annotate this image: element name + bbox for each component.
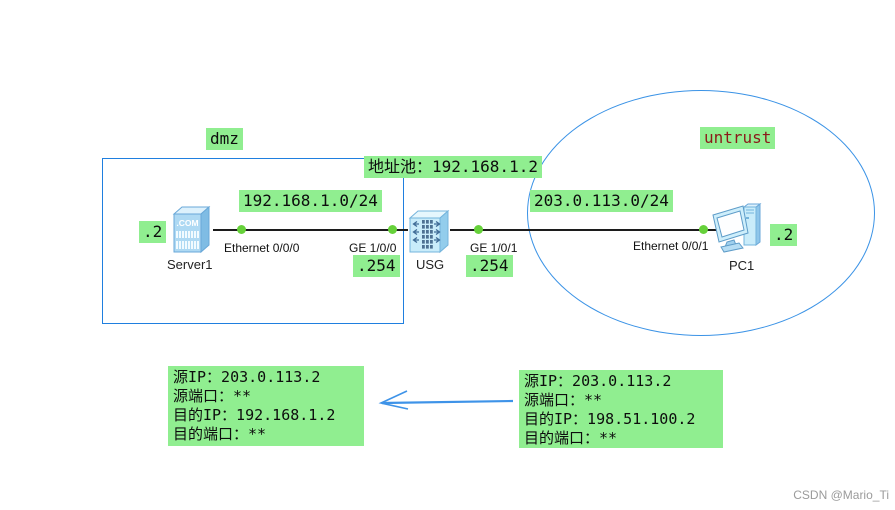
pc-interface-label: Ethernet 0/0/1 xyxy=(633,239,709,253)
dmz-zone-label: dmz xyxy=(206,128,243,150)
nat-translation-arrow-icon xyxy=(378,390,514,410)
usg-dmz-gateway-label: .254 xyxy=(353,255,400,277)
usg-untrust-gateway-label: .254 xyxy=(466,255,513,277)
port-dot-usg-right xyxy=(474,225,483,234)
pc-icon[interactable] xyxy=(710,200,766,256)
svg-text:.COM: .COM xyxy=(176,218,198,228)
packet-line: 源IP：203.0.113.2 xyxy=(173,368,321,386)
packet-after-nat-box: 源IP：203.0.113.2 源端口：** 目的IP：192.168.1.2 … xyxy=(168,366,364,446)
packet-before-nat-box: 源IP：203.0.113.2 源端口：** 目的IP：198.51.100.2… xyxy=(519,370,723,448)
untrust-subnet-label: 203.0.113.0/24 xyxy=(530,190,673,212)
server-host-ip-label: .2 xyxy=(139,221,167,243)
firewall-icon[interactable] xyxy=(406,207,452,255)
packet-line: 源端口：** xyxy=(173,387,252,405)
packet-line: 目的IP：192.168.1.2 xyxy=(173,406,336,424)
packet-line: 源IP：203.0.113.2 xyxy=(524,372,672,390)
dmz-subnet-label: 192.168.1.0/24 xyxy=(239,190,382,212)
usg-right-interface-label: GE 1/0/1 xyxy=(470,241,518,255)
pc-host-ip-label: .2 xyxy=(770,224,798,246)
packet-line: 目的IP：198.51.100.2 xyxy=(524,410,696,428)
server-name-label: Server1 xyxy=(167,257,213,272)
port-dot-pc xyxy=(699,225,708,234)
server-interface-label: Ethernet 0/0/0 xyxy=(224,241,300,255)
server-icon[interactable]: .COM xyxy=(168,205,214,255)
link-server-usg xyxy=(213,229,408,231)
firewall-name-label: USG xyxy=(416,257,445,272)
packet-line: 目的端口：** xyxy=(173,425,267,443)
packet-line: 源端口：** xyxy=(524,391,603,409)
port-dot-server xyxy=(237,225,246,234)
untrust-zone-label: untrust xyxy=(700,127,776,149)
nat-address-pool-label: 地址池：192.168.1.2 xyxy=(364,156,542,178)
packet-line: 目的端口：** xyxy=(524,429,618,447)
pc-name-label: PC1 xyxy=(729,258,755,273)
port-dot-usg-left xyxy=(388,225,397,234)
dmz-zone-boundary xyxy=(102,158,404,324)
link-usg-pc xyxy=(450,229,716,231)
usg-left-interface-label: GE 1/0/0 xyxy=(349,241,397,255)
csdn-watermark: CSDN @Mario_Ti xyxy=(793,488,889,502)
untrust-zone-boundary xyxy=(527,90,875,336)
